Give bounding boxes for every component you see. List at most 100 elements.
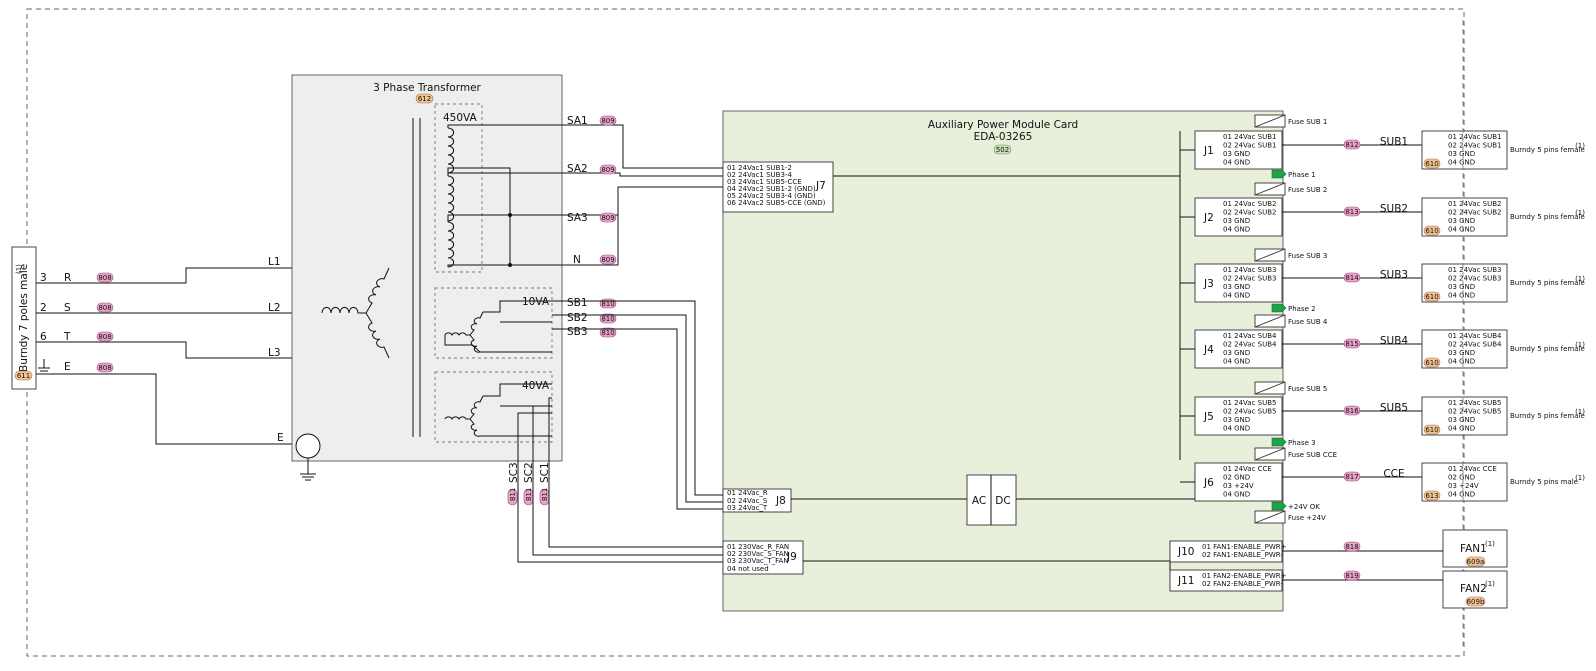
ground-terminal-icon	[295, 433, 321, 459]
svg-text:613: 613	[1425, 492, 1438, 500]
svg-text:612: 612	[418, 95, 431, 103]
pin-label: 02 GND	[1223, 474, 1250, 482]
tag-badge: 609a	[1465, 556, 1486, 567]
sub-name: CCE	[1383, 468, 1404, 480]
footnote-mark: (1)	[1575, 209, 1585, 217]
pin-label: 01 24Vac SUB3	[1448, 266, 1501, 274]
connector-description: Burndy 5 pins female	[1510, 146, 1585, 154]
pin-label: 01 24Vac SUB5	[1223, 399, 1276, 407]
svg-text:816: 816	[1345, 407, 1359, 415]
pin-label: 03 GND	[1223, 349, 1250, 357]
pin-label: 03 GND	[1448, 283, 1475, 291]
j7-label: J7	[815, 180, 826, 192]
fan2-name: FAN2	[1460, 583, 1487, 595]
status-led-1: Phase 1	[1271, 169, 1316, 179]
tag-badge: 818	[1343, 541, 1361, 552]
svg-text:01 230Vac_R_FAN: 01 230Vac_R_FAN	[727, 543, 789, 551]
connector-label: J5	[1203, 411, 1214, 423]
pin-label: 02 24Vac SUB3	[1223, 275, 1276, 283]
line-label: L2	[268, 302, 281, 314]
pin-label: 04 GND	[1223, 159, 1250, 167]
tag-badge: 610	[1423, 424, 1441, 435]
tag-badge: 810	[599, 313, 617, 324]
pin-label: 03 GND	[1223, 283, 1250, 291]
led-label: Phase 3	[1288, 439, 1316, 447]
line-label: L3	[268, 347, 281, 359]
earth-name: E	[64, 361, 71, 373]
pin-label: 03 +24V	[1223, 482, 1254, 490]
pin-label: 01 24Vac CCE	[1223, 465, 1272, 473]
pin-label: 02 24Vac SUB3	[1448, 275, 1501, 283]
pin-label: 02 24Vac SUB2	[1223, 209, 1276, 217]
card-title: Auxiliary Power Module Card	[928, 119, 1078, 131]
winding-40va-box	[434, 371, 553, 443]
pin-label: 02 24Vac SUB4	[1223, 341, 1277, 349]
connector-j2	[1194, 197, 1283, 237]
svg-text:810: 810	[601, 315, 614, 323]
pin-label: 04 GND	[1223, 491, 1250, 499]
led-label: Phase 2	[1288, 305, 1316, 313]
pin-label: 04 GND	[1448, 358, 1475, 366]
svg-text:808: 808	[98, 304, 111, 312]
svg-text:03 230Vac_T_FAN: 03 230Vac_T_FAN	[727, 557, 789, 565]
pin-label: 03 +24V	[1448, 482, 1479, 490]
connector-j8	[722, 488, 792, 513]
fan2-device	[1442, 570, 1508, 609]
pin-label: 03 GND	[1223, 217, 1250, 225]
power-module-card: Auxiliary Power Module Card EDA-03265 50…	[722, 110, 1284, 612]
card-part-number: EDA-03265	[974, 131, 1033, 143]
pin-label: 03 GND	[1448, 217, 1475, 225]
connector-description: Burndy 5 pins female	[1510, 412, 1585, 420]
status-led-3: Phase 3	[1271, 437, 1316, 447]
svg-text:811: 811	[525, 488, 533, 501]
connector-label: J6	[1203, 477, 1214, 489]
tag-badge: 816	[1343, 405, 1361, 416]
pin-number: 6	[40, 331, 47, 343]
tag-badge: 813	[1343, 206, 1361, 217]
fuse-label: Fuse SUB CCE	[1288, 451, 1337, 459]
line-label: L1	[268, 256, 281, 268]
winding-10va-box	[434, 287, 553, 359]
svg-text:02 230Vac_S_FAN: 02 230Vac_S_FAN	[727, 550, 789, 558]
svg-text:SB2: SB2	[567, 312, 588, 324]
fuse-label: Fuse SUB 3	[1288, 252, 1327, 260]
svg-text:814: 814	[1345, 274, 1359, 282]
svg-text:(1): (1)	[1485, 540, 1495, 548]
svg-text:06 24Vac2 SUB5-CCE (GND): 06 24Vac2 SUB5-CCE (GND)	[727, 199, 826, 207]
sub-name: SUB3	[1380, 269, 1408, 281]
pin-label: 03 GND	[1448, 150, 1475, 158]
svg-text:809: 809	[601, 214, 614, 222]
winding-10va-label: 10VA	[522, 296, 550, 308]
line-name: R	[64, 272, 71, 284]
tag-badge: 811	[523, 488, 534, 506]
pin-label: 04 GND	[1448, 491, 1475, 499]
pin-label: 01 24Vac SUB4	[1448, 332, 1502, 340]
svg-text:817: 817	[1345, 473, 1358, 481]
burndy7-superscript: (1)	[15, 264, 23, 274]
svg-text:02 24Vac1 SUB3-4: 02 24Vac1 SUB3-4	[727, 171, 792, 179]
pin-label: 04 GND	[1223, 292, 1250, 300]
pin-label: 03 GND	[1448, 416, 1475, 424]
svg-text:502: 502	[996, 146, 1009, 154]
svg-text:03 24Vac_T: 03 24Vac_T	[727, 504, 768, 512]
svg-text:SB1: SB1	[567, 297, 588, 309]
pin-number: 3	[40, 272, 47, 284]
svg-text:04 24Vac2 SUB1-2 (GND): 04 24Vac2 SUB1-2 (GND)	[727, 185, 816, 193]
tag-badge: 811	[507, 488, 518, 506]
svg-text:01 24Vac_R: 01 24Vac_R	[727, 489, 768, 497]
svg-text:609b: 609b	[1467, 598, 1485, 606]
tag-badge: 814	[1343, 272, 1361, 283]
sub-name: SUB5	[1380, 402, 1408, 414]
tag-badge: 809	[599, 212, 617, 223]
pin-label: 04 GND	[1448, 159, 1475, 167]
svg-text:609a: 609a	[1467, 558, 1485, 566]
fan1-name: FAN1	[1460, 543, 1487, 555]
footnote-mark: (1)	[1575, 341, 1585, 349]
svg-text:610: 610	[1425, 160, 1438, 168]
j8-label: J8	[775, 495, 786, 507]
tag-badge: 817	[1343, 471, 1361, 482]
svg-text:SC3: SC3	[508, 462, 520, 483]
